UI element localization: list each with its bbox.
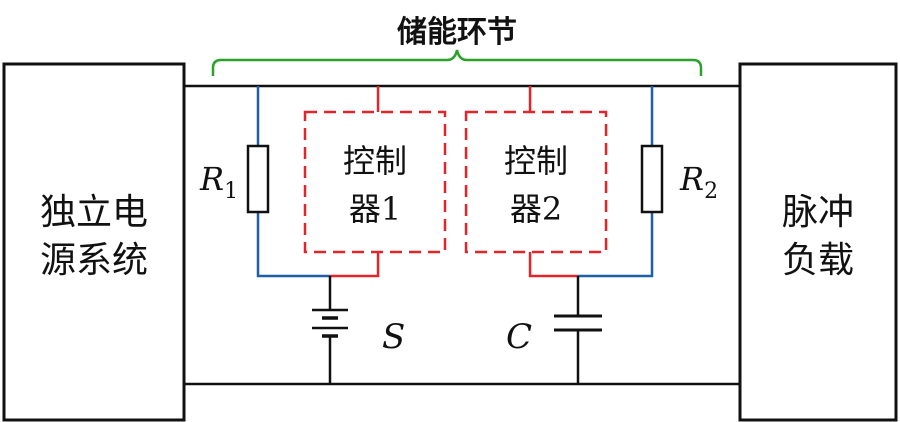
controller-2-line1: 控制 (504, 142, 568, 180)
controller-1-line2: 器1 (349, 190, 401, 228)
pulse-load-label-line1: 脉冲 (782, 192, 854, 233)
controller-wires (330, 86, 578, 278)
power-source-label-line1: 独立电 (40, 192, 148, 233)
battery-s (312, 276, 348, 384)
resistor-r2 (640, 144, 664, 214)
controller-1-line1: 控制 (343, 142, 407, 180)
capacitor-c (554, 276, 602, 384)
controller-1-box (303, 110, 447, 254)
capacitor-label: C (506, 317, 532, 357)
r2-label: R2 (679, 160, 718, 204)
power-source-label-line2: 源系统 (40, 240, 148, 281)
battery-label: S (382, 317, 405, 357)
power-source-box (2, 62, 186, 422)
controller-2-line2: 器2 (510, 190, 562, 228)
resistor-r1 (246, 144, 270, 214)
controller-2-box (464, 110, 608, 254)
pulse-load-label-line2: 负载 (782, 240, 854, 281)
r2-branch-wires (578, 86, 654, 278)
r1-branch-wires (256, 86, 330, 278)
pulse-load-box (738, 62, 898, 422)
storage-brace (211, 49, 703, 76)
storage-label: 储能环节 (397, 15, 517, 50)
r1-label: R1 (199, 160, 238, 204)
